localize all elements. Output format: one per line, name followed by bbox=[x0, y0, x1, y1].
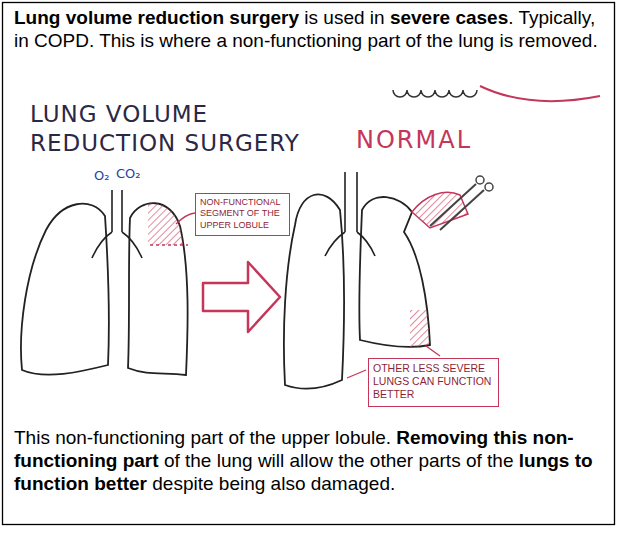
vessel-sketch bbox=[480, 86, 600, 101]
frame bbox=[3, 3, 615, 525]
callout-text: OTHER LESS SEVERE LUNGS CAN FUNCTION BET… bbox=[373, 362, 493, 401]
bold-text: severe cases bbox=[390, 7, 508, 28]
leader-line bbox=[347, 370, 366, 378]
surgical-clamp bbox=[430, 184, 484, 230]
process-arrow bbox=[203, 262, 280, 332]
clamp-handle bbox=[476, 176, 484, 184]
lung-outline bbox=[21, 204, 109, 375]
callout-box: OTHER LESS SEVERE LUNGS CAN FUNCTION BET… bbox=[368, 358, 499, 407]
trachea bbox=[92, 190, 142, 258]
body-text: is used in bbox=[304, 7, 384, 28]
callout-box: NON-FUNCTIONAL SEGMENT OF THE UPPER LOBU… bbox=[195, 193, 290, 236]
alveoli-sketch bbox=[393, 90, 477, 97]
body-text: This non-functioning part of the upper l… bbox=[14, 427, 391, 448]
lung-outline bbox=[284, 194, 344, 388]
segment-boundary bbox=[150, 244, 188, 245]
heading-label: NORMAL bbox=[356, 126, 472, 154]
clamp-handle bbox=[485, 183, 493, 191]
damage-hatch bbox=[410, 310, 435, 350]
text-paragraph: This non-functioning part of the upper l… bbox=[14, 426, 608, 495]
trachea bbox=[325, 172, 375, 256]
leader-line bbox=[176, 213, 195, 224]
gas-label: O₂ bbox=[94, 168, 109, 183]
callout-text: NON-FUNCTIONAL SEGMENT OF THE UPPER LOBU… bbox=[200, 197, 284, 231]
text-paragraph: Lung volume reduction surgery is used in… bbox=[14, 6, 608, 52]
illustration-title: LUNG VOLUME REDUCTION SURGERY bbox=[30, 100, 360, 158]
gas-label: CO₂ bbox=[116, 166, 141, 181]
leader-line bbox=[426, 346, 440, 356]
body-text: despite being also damaged. bbox=[152, 473, 395, 494]
body-text: of the lung will allow the other parts o… bbox=[164, 450, 514, 471]
damaged-segment-hatch bbox=[148, 190, 198, 245]
bold-text: Lung volume reduction surgery bbox=[14, 7, 299, 28]
